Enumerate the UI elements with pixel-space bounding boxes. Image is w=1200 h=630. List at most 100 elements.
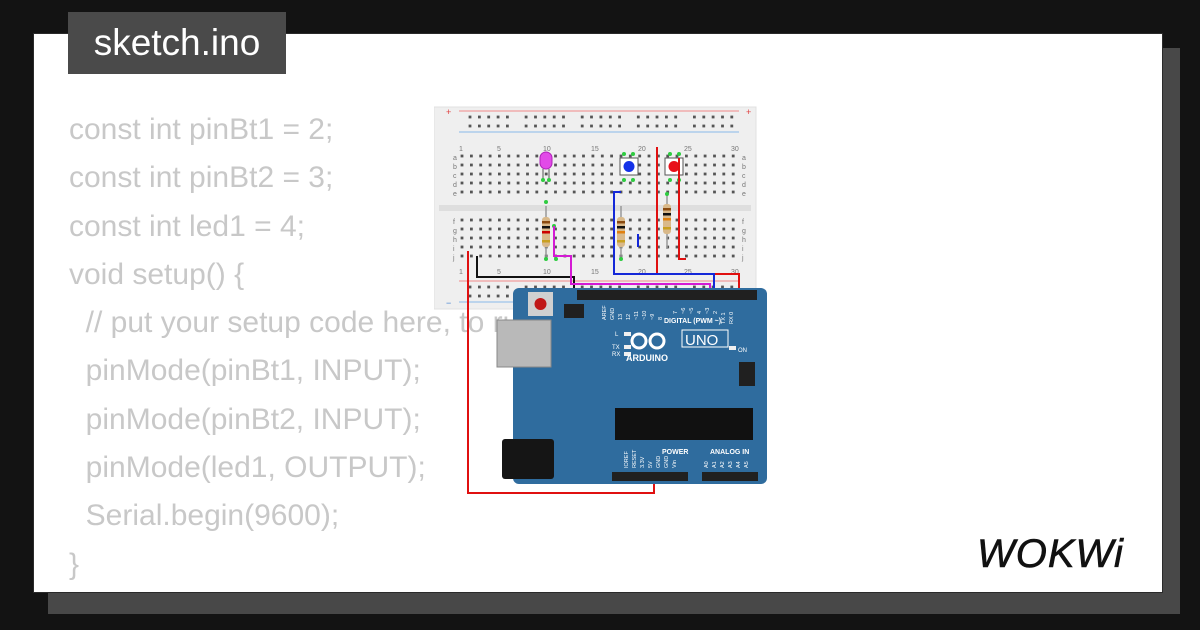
project-preview-card[interactable]: const int pinBt1 = 2; const int pinBt2 =… [33, 33, 1163, 593]
breadboard-hole [580, 124, 584, 128]
code-line: const int led1 = 4; [69, 209, 305, 243]
rail-plus-symbol: + [746, 107, 751, 117]
breadboard-hole [665, 124, 668, 128]
breadboard-hole [638, 163, 642, 167]
breadboard-hole [526, 154, 529, 158]
column-number: 25 [684, 146, 692, 153]
breadboard-hole [516, 190, 520, 194]
breadboard-hole [460, 190, 464, 194]
breadboard-hole [479, 236, 483, 240]
pin-label: ~5 [689, 308, 695, 314]
resistor-2[interactable] [617, 206, 625, 259]
code-line: void setup() { [69, 257, 245, 291]
breadboard-hole [647, 245, 651, 249]
breadboard-hole [628, 245, 632, 249]
file-tab[interactable]: sketch.ino [68, 12, 286, 74]
breadboard-hole [544, 190, 548, 194]
breadboard-hole [498, 154, 501, 158]
pin-label: A2 [720, 461, 726, 468]
breadboard-hole [685, 254, 688, 258]
breadboard-hole [479, 254, 483, 258]
breadboard-hole [731, 245, 735, 249]
breadboard-hole [685, 236, 688, 240]
wires [467, 147, 740, 494]
breadboard-hole [730, 115, 734, 119]
breadboard-hole [534, 124, 537, 128]
breadboard-hole [572, 154, 576, 158]
breadboard-row-letters: a b c d e f g h i j a b c d e f g h i j [452, 155, 746, 262]
code-line: } [69, 547, 80, 581]
breadboard-hole [694, 236, 698, 240]
breadboard-hole [675, 236, 679, 240]
breadboard-hole [468, 294, 472, 298]
breadboard-hole [554, 190, 557, 194]
breadboard-hole [721, 124, 724, 128]
column-number: 20 [638, 146, 646, 153]
column-number: 30 [731, 146, 739, 153]
breadboard-hole [610, 218, 613, 222]
row-letter: a [742, 155, 746, 162]
breadboard-hole [498, 172, 501, 176]
breadboard-hole [702, 115, 706, 119]
resistor-1[interactable] [542, 206, 550, 259]
breadboard-hole [582, 190, 585, 194]
circuit-diagram[interactable]: + + − − 1 5 10 15 20 25 30 1 5 10 15 20 … [434, 106, 774, 566]
breadboard-hole [694, 245, 698, 249]
breadboard-hole [703, 236, 707, 240]
breadboard-hole [694, 227, 698, 231]
breadboard-hole [470, 236, 473, 240]
breadboard-hole [721, 285, 724, 289]
digital-header [577, 290, 757, 300]
led-magenta[interactable] [539, 151, 553, 180]
row-letter: e [742, 191, 746, 198]
breadboard-hole [488, 181, 492, 185]
breadboard-hole [470, 154, 473, 158]
breadboard-hole [563, 245, 567, 249]
pin-label: 12 [626, 314, 632, 320]
breadboard-hole [610, 172, 613, 176]
pushbutton-red[interactable] [664, 157, 684, 176]
wire-magenta-pin4 [553, 226, 711, 290]
wokwi-logo[interactable]: WOKWi [975, 527, 1150, 575]
row-letter: h [453, 237, 457, 244]
breadboard-hole [638, 218, 642, 222]
breadboard-hole [507, 236, 511, 240]
pin-label: GND [610, 308, 616, 320]
pin-label: 4 [697, 311, 703, 314]
breadboard-hole [666, 254, 670, 258]
pin-label: 8 [658, 317, 664, 320]
breadboard-hole [647, 163, 651, 167]
breadboard-hole [722, 218, 726, 222]
arduino-model: UNO [685, 332, 718, 349]
breadboard-hole [591, 172, 595, 176]
breadboard-hole [693, 115, 696, 119]
breadboard-hole [572, 254, 576, 258]
pin-label: 2 [713, 311, 719, 314]
breadboard-hole [703, 163, 707, 167]
breadboard-hole [675, 181, 679, 185]
breadboard-hole [675, 190, 679, 194]
led-label: RX [612, 352, 620, 358]
rail-minus-symbol: − [446, 298, 451, 308]
icsp-header [564, 304, 584, 318]
breadboard-hole [703, 154, 707, 158]
breadboard-hole [507, 190, 511, 194]
breadboard-hole [563, 227, 567, 231]
breadboard-hole [535, 227, 539, 231]
row-letter: f [742, 219, 744, 226]
resistor-3[interactable] [663, 194, 671, 249]
breadboard-hole [600, 236, 604, 240]
breadboard-hole [666, 190, 670, 194]
wire-red-5v [467, 251, 655, 494]
power-jack [502, 439, 554, 479]
pin-label: A0 [704, 461, 710, 468]
breadboard-hole [580, 115, 584, 119]
breadboard-hole [563, 190, 567, 194]
breadboard-hole [470, 163, 473, 167]
breadboard-hole [713, 236, 716, 240]
breadboard-hole [524, 115, 528, 119]
arduino-uno[interactable]: UNO ARDUINO DIGITAL (PWM ~) POWER ANALOG… [496, 288, 767, 484]
pushbutton-blue[interactable] [619, 157, 639, 176]
breadboard-hole [507, 181, 511, 185]
breadboard-hole [722, 254, 726, 258]
